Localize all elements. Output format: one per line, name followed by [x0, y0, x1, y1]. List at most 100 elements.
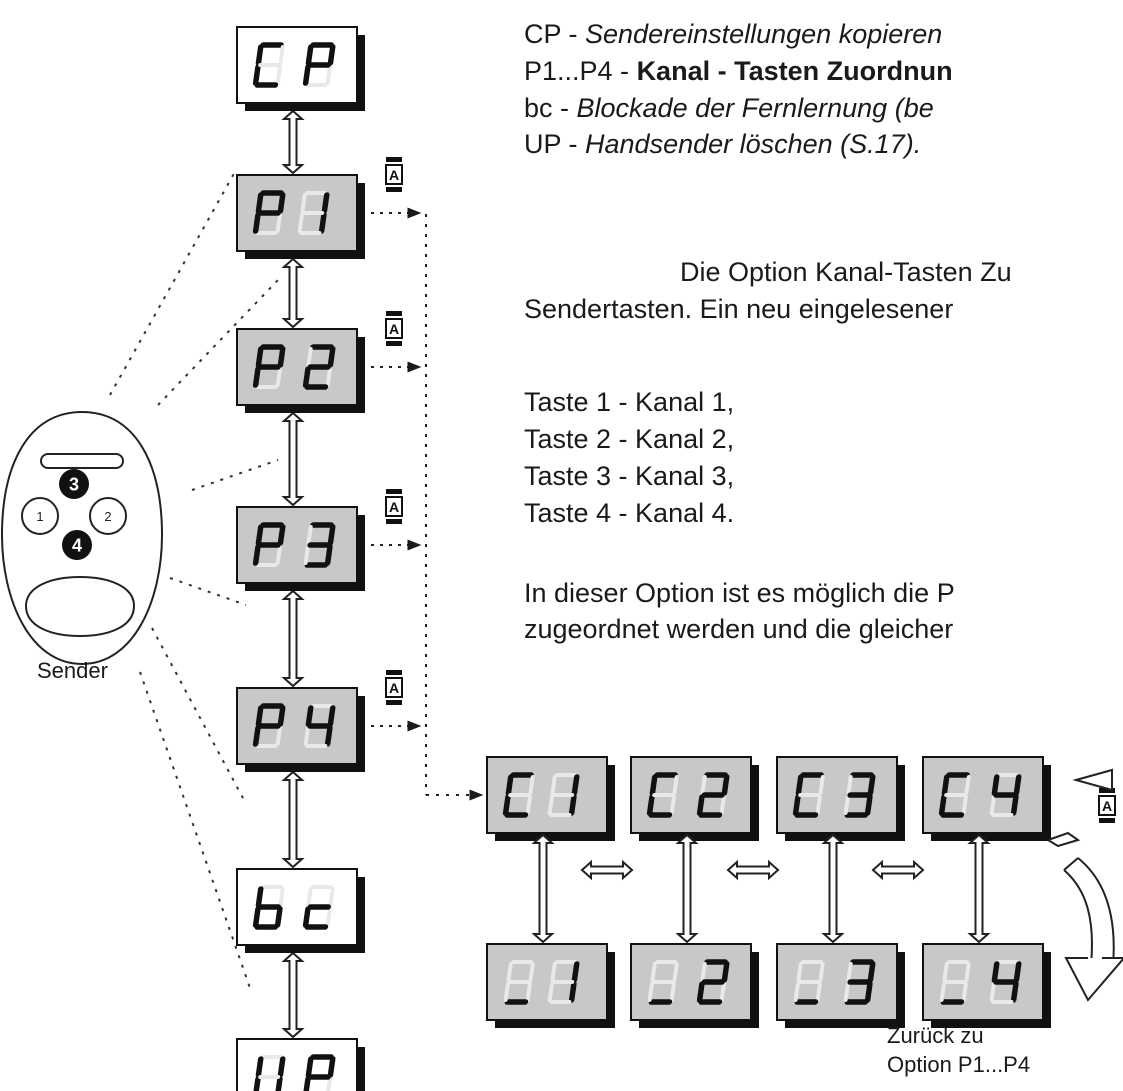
svg-text:A: A [389, 499, 399, 515]
return-arrow [1045, 768, 1123, 1002]
remote-button-3-label: 3 [69, 475, 79, 495]
column-double-arrows [281, 109, 305, 1039]
seven-seg-char [938, 772, 971, 818]
remote-button-3[interactable] [59, 469, 89, 499]
display-c2 [630, 756, 759, 841]
display-key-4 [922, 943, 1051, 1028]
remote-label: Sender [37, 658, 108, 683]
seven-seg-char [503, 960, 535, 1005]
remote-control: 3 1 2 4 [0, 410, 164, 666]
remote-large-button[interactable] [24, 575, 136, 638]
remote-button-1-label: 1 [36, 509, 43, 524]
double-arrow-vertical [281, 770, 305, 869]
seven-seg-char [793, 960, 825, 1005]
double-arrow-vertical [281, 411, 305, 507]
display-key-2 [630, 943, 759, 1028]
seven-seg-char [989, 773, 1022, 817]
double-arrow-vertical [967, 833, 991, 944]
display-p2 [236, 328, 365, 413]
double-arrow-vertical [281, 589, 305, 688]
remote-button-4[interactable] [62, 530, 92, 560]
display-p3 [236, 506, 365, 591]
double-arrow-vertical [281, 109, 305, 175]
display-key-1 [486, 943, 615, 1028]
display-p4 [236, 687, 365, 772]
return-caption-line2: Option P1...P4 [887, 1052, 1031, 1077]
display-c1 [486, 756, 615, 841]
key-list-item-3: Taste 3 - Kanal 3, [524, 461, 735, 491]
seven-seg-char [792, 772, 825, 818]
remote-guide-lines [109, 169, 279, 989]
double-arrow-vertical [675, 833, 699, 944]
seven-seg-char [843, 772, 876, 818]
key-list-item-2: Taste 2 - Kanal 2, [524, 424, 735, 454]
grid-double-arrows [531, 833, 991, 944]
key-list-item-1: Taste 1 - Kanal 1, [524, 387, 735, 417]
a-button-p2[interactable]: A [385, 311, 403, 346]
menu-code-up: UP - [524, 129, 586, 159]
seven-seg-char [297, 191, 330, 235]
display-c3 [776, 756, 905, 841]
menu-line-cp: CP - Sendereinstellungen kopieren [524, 18, 942, 51]
key-list-item-4: Taste 4 - Kanal 4. [524, 498, 735, 528]
svg-text:A: A [389, 680, 399, 696]
seven-seg-char [646, 772, 679, 818]
a-button-p4[interactable]: A [385, 670, 403, 705]
seven-seg-char [252, 344, 286, 389]
svg-text:A: A [1102, 798, 1112, 814]
seven-seg-char [252, 522, 286, 567]
double-arrow-horizontal [726, 859, 780, 881]
display-cp [236, 26, 365, 111]
paragraph1-line2: Sendertasten. Ein neu eingelesener [524, 294, 954, 324]
remote-button-1[interactable] [21, 497, 59, 535]
a-button-p1[interactable]: A [385, 157, 403, 192]
paragraph2-line1: In dieser Option ist es möglich die P [524, 578, 955, 608]
seven-seg-char [252, 190, 286, 235]
double-arrow-horizontal [580, 859, 634, 881]
seven-seg-char [696, 959, 730, 1005]
double-arrow-horizontal [871, 859, 925, 881]
display-key-3 [776, 943, 905, 1028]
display-bc [236, 868, 365, 953]
seven-seg-char [302, 1054, 336, 1091]
return-tab [1045, 831, 1081, 848]
seven-segment-displays [236, 26, 1051, 1091]
seven-seg-char [647, 960, 679, 1005]
svg-text:A: A [389, 167, 399, 183]
seven-seg-char [252, 1055, 286, 1091]
seven-seg-char [547, 960, 580, 1004]
menu-desc-up: Handsender löschen (S.17). [585, 129, 922, 159]
remote-button-2-label: 2 [104, 509, 111, 524]
seven-seg-char [502, 772, 535, 818]
display-p1 [236, 174, 365, 259]
menu-desc-bc: Blockade der Fernlernung (be [576, 93, 934, 123]
a-buttons: A A A A A [362, 157, 1116, 823]
a-button-p3[interactable]: A [385, 489, 403, 524]
menu-line-up: UP - Handsender löschen (S.17). [524, 128, 921, 161]
seven-seg-char [303, 522, 336, 568]
menu-desc-p1p4: Kanal - Tasten Zuordnun [636, 56, 953, 86]
remote-button-4-label: 4 [72, 536, 82, 556]
seven-seg-char [989, 960, 1022, 1004]
paragraph1-line1: Die Option Kanal-Tasten Zu [680, 257, 1012, 287]
paragraph2-line2: zugeordnet werden und die gleicher [524, 614, 954, 644]
remote-button-2[interactable] [89, 497, 127, 535]
return-caption-line1: Zurück zu [887, 1023, 984, 1048]
menu-desc-cp: Sendereinstellungen kopieren [585, 19, 943, 49]
menu-code-bc: bc - [524, 93, 577, 123]
double-arrow-vertical [281, 257, 305, 329]
display-up [236, 1038, 365, 1091]
menu-code-cp: CP - [524, 19, 586, 49]
double-arrow-vertical [821, 833, 845, 944]
double-arrow-vertical [281, 951, 305, 1039]
menu-code-p1p4: P1...P4 - [524, 56, 637, 86]
seven-seg-char [939, 960, 971, 1005]
seven-seg-char [696, 772, 730, 818]
seven-seg-char [547, 773, 580, 817]
seven-seg-char [252, 885, 285, 930]
seven-seg-char [252, 703, 286, 748]
seven-seg-char [302, 42, 336, 87]
menu-line-p1p4: P1...P4 - Kanal - Tasten Zuordnun [524, 55, 953, 88]
a-button-return[interactable]: A [1098, 788, 1116, 823]
